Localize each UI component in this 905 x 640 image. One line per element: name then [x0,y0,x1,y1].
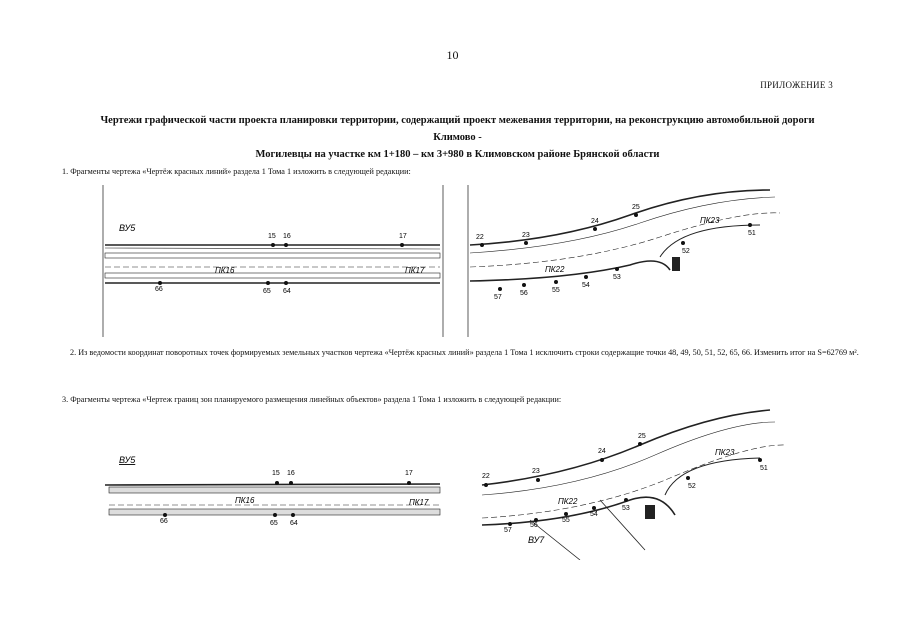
point-label: 17 [405,470,413,477]
point-label: 66 [155,286,163,293]
point-label: 54 [582,282,590,289]
point-label: 56 [520,290,528,297]
drawing-zones-right: ВУ7 ПК22 ПК23 22 23 24 25 57 56 55 54 53… [481,409,786,560]
point-label: 25 [632,204,640,211]
paragraph-3: 3. Фрагменты чертежа «Чертеж границ зон … [62,395,562,404]
point-label: 23 [532,468,540,475]
point-label: 22 [482,473,490,480]
drawing-red-lines-left: ВУ5 ПК16 ПК17 15 16 17 66 65 64 [102,185,444,337]
pk-label: ПК16 [235,496,255,505]
point-label: 17 [399,233,407,240]
point-label: 65 [263,288,271,295]
point-label: 55 [562,517,570,524]
point-label: 55 [552,287,560,294]
paragraph-2: 2. Из ведомости координат поворотных точ… [70,348,859,357]
point-label: 54 [590,511,598,518]
appendix-label: ПРИЛОЖЕНИЕ 3 [760,80,833,90]
document-title: Чертежи графической части проекта планир… [90,112,825,163]
point-label: 16 [287,470,295,477]
point-label: 64 [290,520,298,527]
pk-label: ПК23 [700,216,720,225]
point-label: 24 [598,448,606,455]
point-label: 57 [494,294,502,301]
point-label: 56 [530,522,538,529]
page-number: 10 [446,48,459,62]
vu-label: ВУ7 [528,535,545,545]
point-label: 57 [504,527,512,534]
point-label: 15 [268,233,276,240]
point-label: 51 [760,465,768,472]
pk-label: ПК16 [215,266,235,275]
point-label: 51 [748,230,756,237]
vu-label: ВУ5 [119,223,136,233]
point-label: 22 [476,234,484,241]
paragraph-1: 1. Фрагменты чертежа «Чертёж красных лин… [62,167,411,176]
drawing-zones-left: ВУ5 ПК16 ПК17 15 16 17 66 65 64 [104,455,441,527]
point-label: 64 [283,288,291,295]
point-label: 52 [682,248,690,255]
point-label: 53 [613,274,621,281]
point-label: 16 [283,233,291,240]
point-label: 65 [270,520,278,527]
pk-label: ПК22 [545,265,565,274]
point-label: 52 [688,483,696,490]
pk-label: ПК23 [715,448,735,457]
vu-label: ВУ5 [119,455,136,465]
pk-label: ПК22 [558,497,578,506]
drawing-red-lines-right: ПК22 ПК23 22 23 24 25 57 56 55 54 53 52 … [467,185,781,337]
point-label: 66 [160,518,168,525]
title-line-1: Чертежи графической части проекта планир… [100,115,815,143]
point-label: 23 [522,232,530,239]
point-label: 25 [638,433,646,440]
point-label: 15 [272,470,280,477]
title-line-2: Могилевцы на участке км 1+180 – км 3+980… [255,149,660,160]
pk-label: ПК17 [409,498,429,507]
point-label: 24 [591,218,599,225]
pk-label: ПК17 [405,266,425,275]
point-label: 53 [622,505,630,512]
